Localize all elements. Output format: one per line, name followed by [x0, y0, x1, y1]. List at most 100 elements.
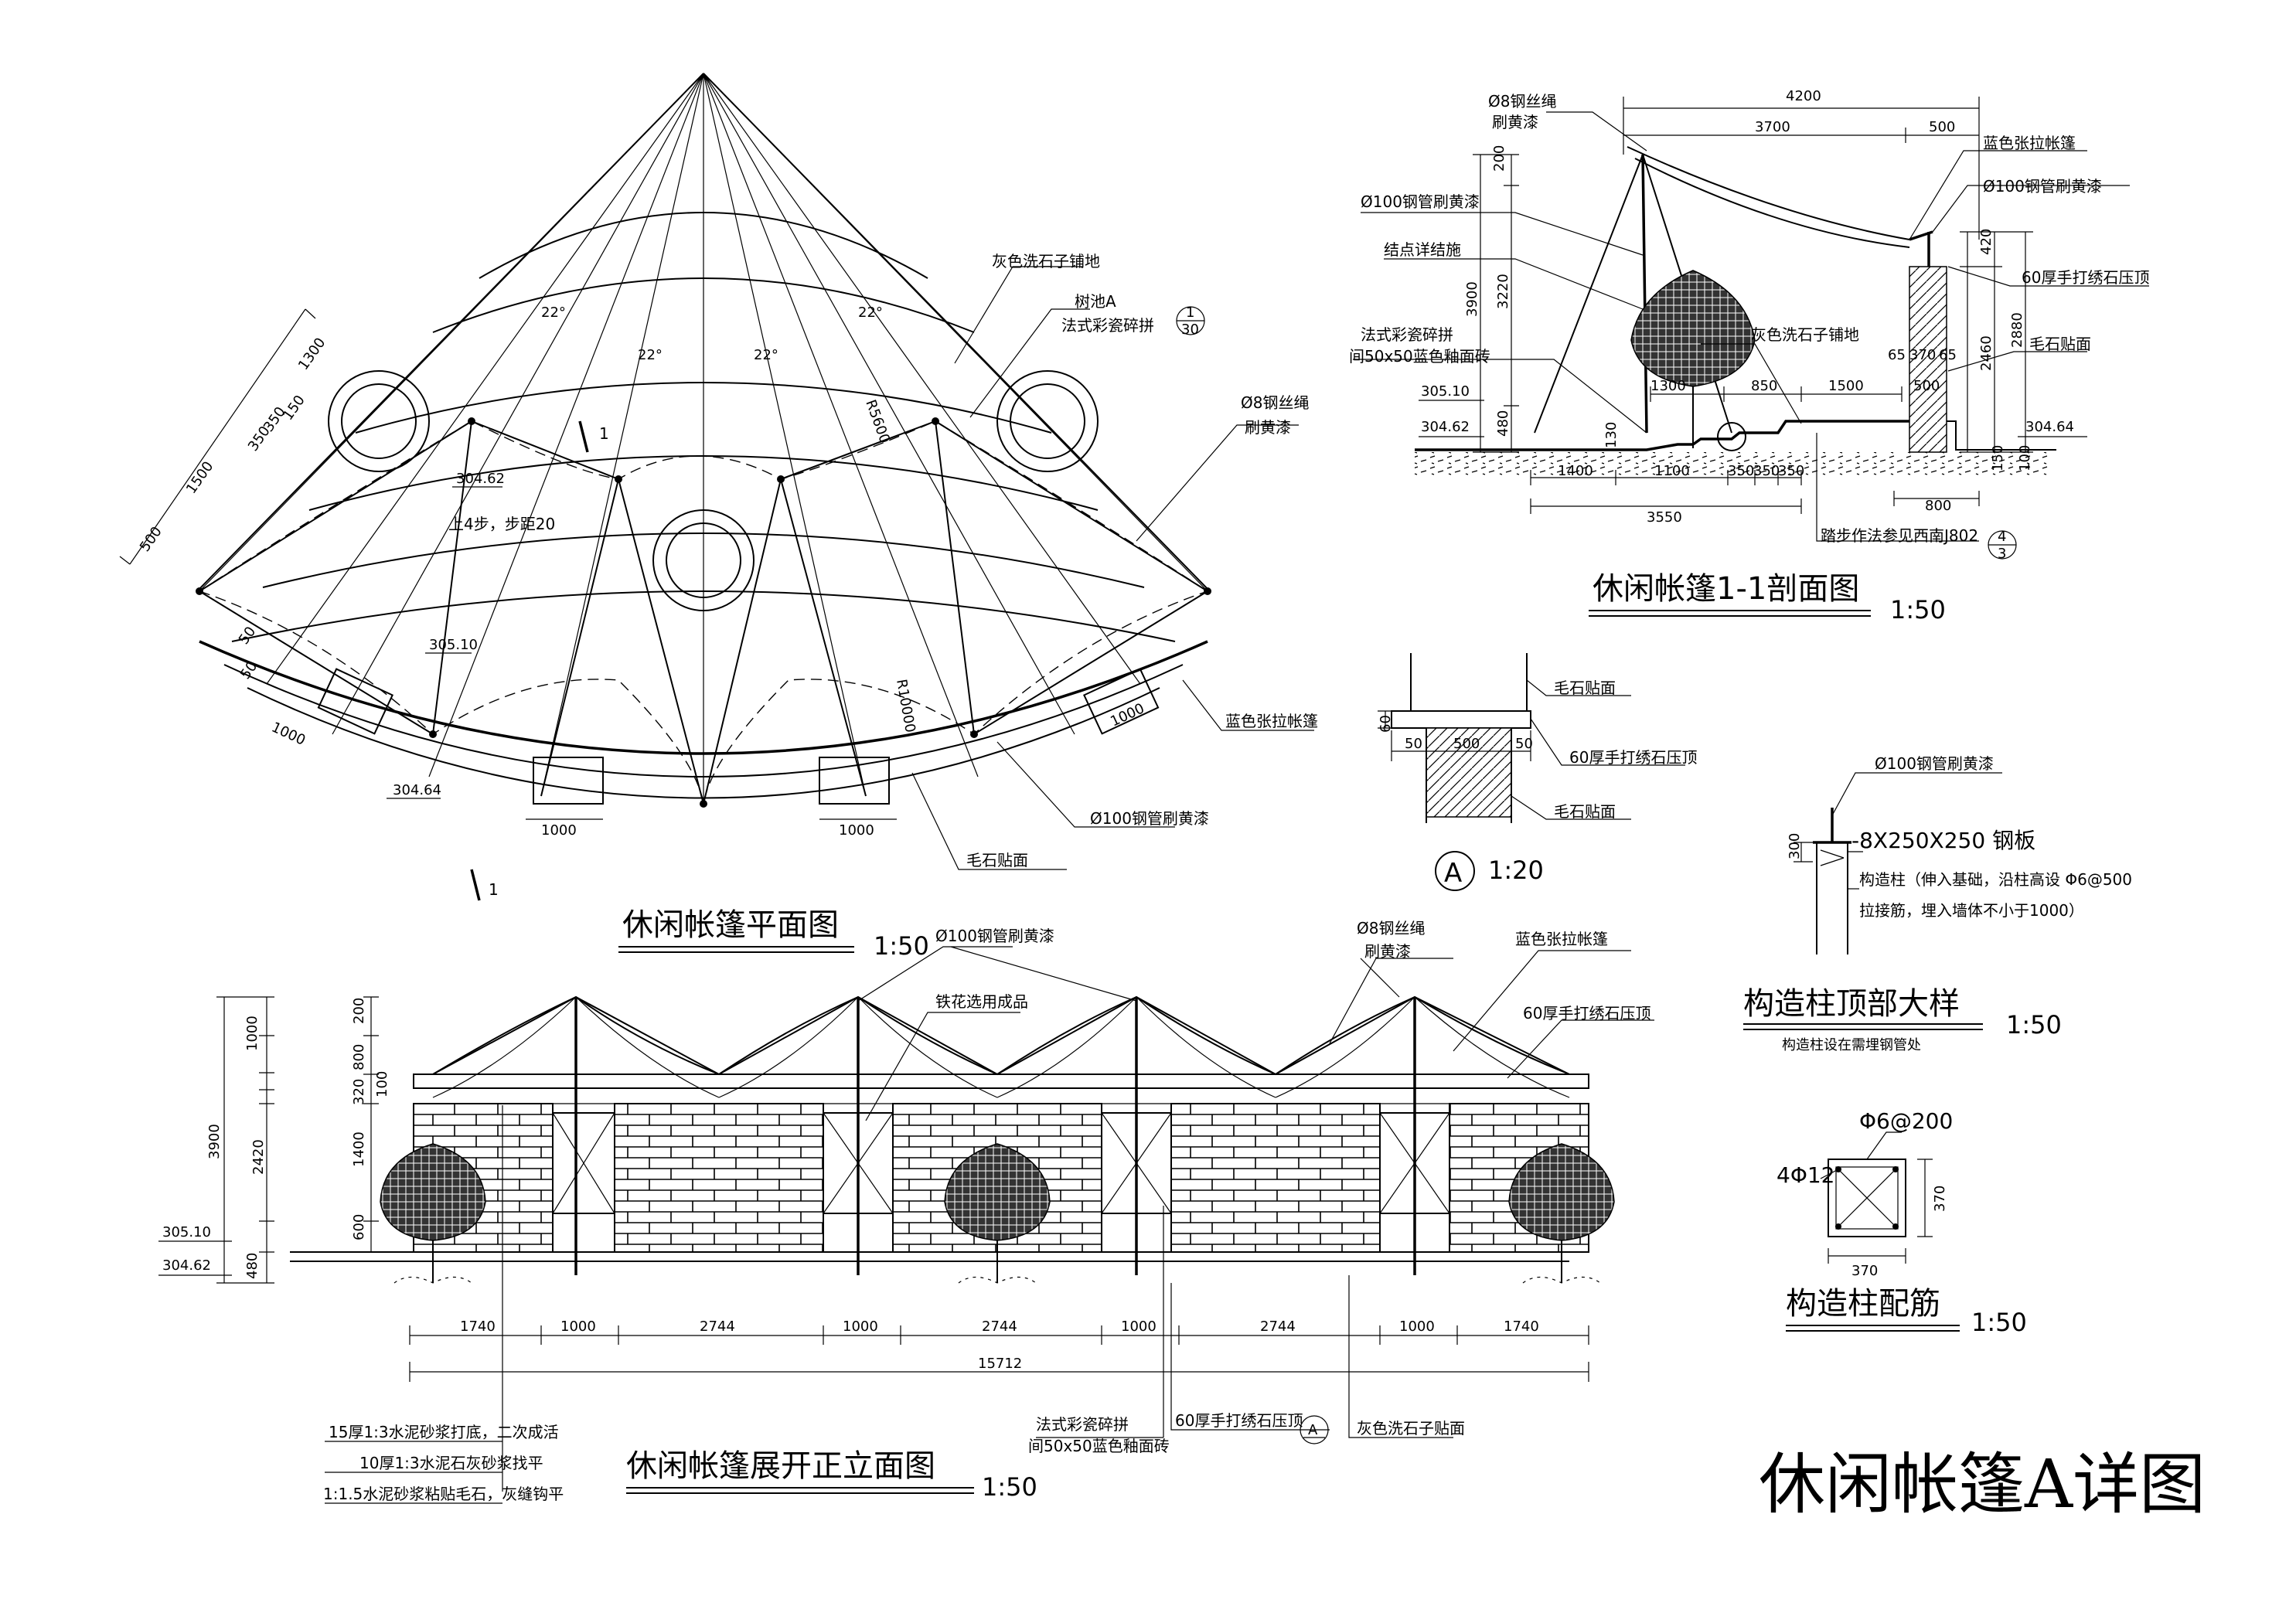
elevation-dim-600: 600: [351, 1214, 367, 1240]
elevation-label-iron: 铁花选用成品: [935, 992, 1028, 1011]
elevation-scale: 1:50: [982, 1472, 1037, 1502]
detail-a-label-stone-bottom: 毛石贴面: [1554, 802, 1616, 821]
detail-a-scale: 1:20: [1488, 856, 1544, 885]
section-label-pipe-left: Ø100钢管刷黄漆: [1361, 192, 1480, 211]
elevation-note-1: 15厚1:3水泥砂浆打底，二次成活: [329, 1423, 559, 1441]
plan-tree-pool-right: [996, 370, 1099, 472]
plan-dim-1000b: 1000: [541, 822, 577, 839]
plan-label-stone: 毛石贴面: [966, 851, 1028, 869]
elevation-dim-b1: 1740: [460, 1318, 496, 1335]
radius-outer: R10000: [893, 678, 918, 733]
column-rebar-detail: Φ6@200 4Φ12 370 370 构造柱配筋 1:50: [1777, 1108, 2027, 1337]
section-label-cable: Ø8钢丝绳: [1488, 92, 1556, 111]
section-label-cap: 60厚手打绣石压顶: [2022, 268, 2149, 287]
rebar-scale: 1:50: [1971, 1308, 2027, 1337]
plan-label-cable-sub: 刷黄漆: [1245, 418, 1291, 437]
section-label-stone: 毛石贴面: [2029, 335, 2091, 353]
elevation-dim-2420: 2420: [250, 1139, 267, 1175]
elevation-label-tile-sub: 间50x50蓝色釉面砖: [1028, 1437, 1170, 1455]
plan-tree-pool-left: [328, 370, 430, 472]
section-dim-350b: 350: [1753, 463, 1780, 479]
radius-inner: R5600: [862, 398, 893, 446]
section-dim-3220: 3220: [1495, 274, 1511, 309]
section-dim-65b: 65: [1939, 347, 1957, 363]
elevation-view: 1000 200 800 320 100 3900 2420 1400 600 …: [158, 919, 1654, 1504]
section-level-304-62: 304.62: [1421, 419, 1470, 435]
section-ref-bottom: 3: [1998, 546, 2006, 562]
plan-radial-lines: [199, 73, 1208, 804]
column-top-dim-300: 300: [1787, 833, 1803, 859]
section-view: 4200 3700 500 200 3220 3900 480 420 2460…: [1349, 88, 2149, 624]
elevation-tree-2: [944, 1143, 1051, 1283]
plan-level-304-64: 304.64: [393, 782, 441, 798]
section-level-305-10: 305.10: [1421, 383, 1470, 400]
elevation-note-2: 10厚1:3水泥石灰砂浆找平: [359, 1454, 543, 1472]
angle-1: 22°: [541, 305, 566, 321]
section-dim-3900: 3900: [1464, 281, 1480, 317]
elevation-label-cable: Ø8钢丝绳: [1357, 919, 1425, 937]
elevation-dim-total: 15712: [978, 1356, 1022, 1372]
angle-2: 22°: [638, 347, 663, 363]
section-dim-1400: 1400: [1558, 463, 1593, 479]
elevation-label-cable-sub: 刷黄漆: [1364, 942, 1411, 961]
plan-tree-pool-center: [652, 509, 755, 611]
section-scale: 1:50: [1890, 595, 1946, 624]
column-top-scale: 1:50: [2006, 1010, 2062, 1039]
plan-dim-1500: 1500: [183, 458, 216, 497]
section-dim-1500: 1500: [1828, 378, 1864, 394]
elevation-ref: A: [1308, 1422, 1318, 1438]
section-dim-130: 130: [1603, 422, 1620, 448]
plan-scale: 1:50: [874, 931, 929, 961]
elevation-label-wall: 灰色洗石子贴面: [1357, 1419, 1465, 1438]
elevation-level-305-10: 305.10: [162, 1224, 211, 1240]
section-dim-420: 420: [1978, 229, 1995, 255]
rebar-label-stirrup: Φ6@200: [1859, 1108, 1953, 1134]
plan-dim-1000c: 1000: [839, 822, 874, 839]
detail-a-dim-50b: 50: [1515, 736, 1533, 752]
plan-label-tent: 蓝色张拉帐篷: [1225, 712, 1318, 730]
elevation-dim-3900: 3900: [206, 1124, 223, 1159]
section-dim-2460: 2460: [1978, 335, 1995, 371]
rebar-dim-370v: 370: [1932, 1186, 1948, 1212]
plan-label-paving: 灰色洗石子铺地: [992, 252, 1100, 270]
elevation-dim-1400: 1400: [351, 1131, 367, 1167]
column-top-label-col: 构造柱（伸入基础，沿柱高设 Φ6@500: [1859, 870, 2132, 889]
elevation-dim-100: 100: [374, 1071, 390, 1097]
detail-a: 50 500 50 60 毛石贴面 60厚手打绣石压顶 毛石贴面 A 1:20: [1378, 653, 1697, 891]
elevation-cap: [413, 1073, 1589, 1089]
elevation-dim-b3: 2744: [700, 1318, 735, 1335]
elevation-tree-3: [1508, 1143, 1615, 1283]
section-dim-1300: 1300: [1650, 378, 1686, 394]
elevation-level-304-62: 304.62: [162, 1257, 211, 1274]
sheet-title: 休闲帐篷A详图: [1759, 1446, 2206, 1523]
detail-a-dim-500: 500: [1453, 736, 1480, 752]
section-title: 休闲帐篷1-1剖面图: [1593, 571, 1859, 607]
elevation-label-cap: 60厚手打绣石压顶: [1523, 1004, 1650, 1022]
plan-dim-1300: 1300: [295, 335, 329, 373]
elevation-dim-480: 480: [244, 1253, 261, 1279]
column-top-label-pipe: Ø100钢管刷黄漆: [1875, 754, 1994, 773]
elevation-dim-b6: 1000: [1121, 1318, 1157, 1335]
section-label-tile-sub: 间50x50蓝色釉面砖: [1349, 347, 1490, 366]
elevation-dim-b5: 2744: [982, 1318, 1017, 1335]
angle-3: 22°: [754, 347, 778, 363]
plan-ref-bottom: 30: [1181, 322, 1199, 338]
column-top-title: 构造柱顶部大样: [1743, 986, 1960, 1022]
elevation-note-3: 1:1.5水泥砂浆粘贴毛石，灰缝钩平: [323, 1485, 564, 1503]
rebar-label-main: 4Φ12: [1777, 1162, 1834, 1188]
section-ref-top: 4: [1998, 529, 2006, 545]
detail-a-label-cap: 60厚手打绣石压顶: [1569, 748, 1697, 767]
column-top-label-col-sub: 拉接筋，埋入墙体不小于1000）: [1859, 901, 2084, 920]
section-label-tent: 蓝色张拉帐篷: [1983, 134, 2076, 152]
plan-column-points: [196, 417, 1211, 808]
section-label-steps-ref: 踏步作法参见西南J802: [1821, 526, 1978, 545]
elevation-title: 休闲帐篷展开正立面图: [626, 1448, 935, 1484]
rebar-dim-370h: 370: [1851, 1263, 1878, 1279]
section-label-paving: 灰色洗石子铺地: [1751, 325, 1859, 344]
column-top-note: 构造柱设在需埋钢管处: [1782, 1037, 1921, 1053]
section-dim-1100: 1100: [1654, 463, 1690, 479]
detail-a-dim-60: 60: [1378, 715, 1394, 733]
section-tree: [1630, 270, 1756, 448]
section-dim-4200: 4200: [1786, 88, 1821, 104]
